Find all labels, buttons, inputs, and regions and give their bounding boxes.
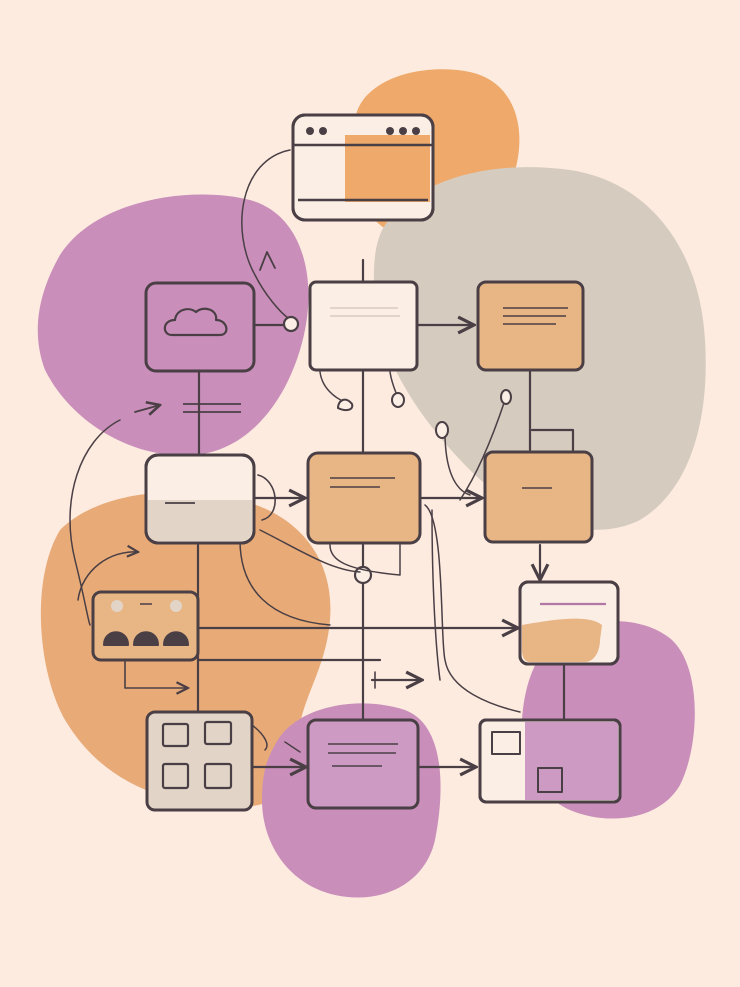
curve-to-right-card-top bbox=[444, 431, 471, 496]
curve-arrow-up bbox=[259, 251, 276, 271]
text-lines-icon bbox=[330, 477, 395, 488]
connector-node-circle bbox=[282, 315, 300, 333]
text-lines-icon bbox=[328, 743, 398, 767]
image-card-bottom-right-node[interactable] bbox=[478, 718, 622, 804]
text-card-top-right-node[interactable] bbox=[476, 280, 585, 372]
curve-to-controls bbox=[77, 552, 138, 601]
droplet-left bbox=[336, 398, 354, 412]
text-card-bottom-node[interactable] bbox=[306, 718, 420, 810]
curve-left-loop bbox=[69, 419, 121, 626]
text-card-right-node[interactable] bbox=[483, 450, 594, 544]
cloud-node[interactable] bbox=[144, 281, 256, 373]
connector-controls-hook bbox=[124, 659, 188, 688]
curve-center-left bbox=[239, 539, 331, 626]
curve-right-arrow bbox=[431, 509, 441, 681]
buttons-icon bbox=[103, 600, 189, 646]
cloud-icon bbox=[163, 307, 228, 337]
controls-panel-node[interactable] bbox=[91, 590, 200, 662]
droplet-markers bbox=[336, 389, 512, 439]
nodes bbox=[91, 113, 622, 812]
text-card-center-node[interactable] bbox=[306, 451, 422, 545]
curve-small-arrow-cloud bbox=[134, 405, 160, 412]
blank-card-node[interactable] bbox=[308, 280, 419, 372]
curve-right-card-hook bbox=[459, 399, 506, 501]
grid-icon bbox=[161, 720, 233, 790]
curve-to-browser bbox=[241, 149, 291, 319]
droplet-center bbox=[435, 421, 449, 439]
curve-center-bottom bbox=[329, 544, 401, 576]
connector-small-card-sketch bbox=[257, 474, 276, 521]
curve-center-sweep bbox=[259, 529, 361, 573]
connector-right-bracket bbox=[530, 428, 575, 452]
small-card-left-node[interactable] bbox=[144, 453, 256, 545]
image-placeholder-icon bbox=[491, 731, 563, 793]
browser-window-node[interactable] bbox=[291, 113, 435, 222]
grid-node[interactable] bbox=[145, 710, 254, 812]
text-lines-icon bbox=[503, 307, 568, 325]
cloud-node-lines bbox=[183, 403, 241, 413]
droplet-right bbox=[391, 392, 405, 408]
curve-bottom-sketch bbox=[251, 724, 268, 751]
curve-right-loop bbox=[424, 504, 521, 713]
curve-bottom-sketch-2 bbox=[284, 741, 301, 753]
output-card-right-node[interactable] bbox=[518, 580, 620, 666]
droplet-top-right bbox=[500, 389, 512, 405]
browser-window-icon bbox=[306, 127, 420, 135]
